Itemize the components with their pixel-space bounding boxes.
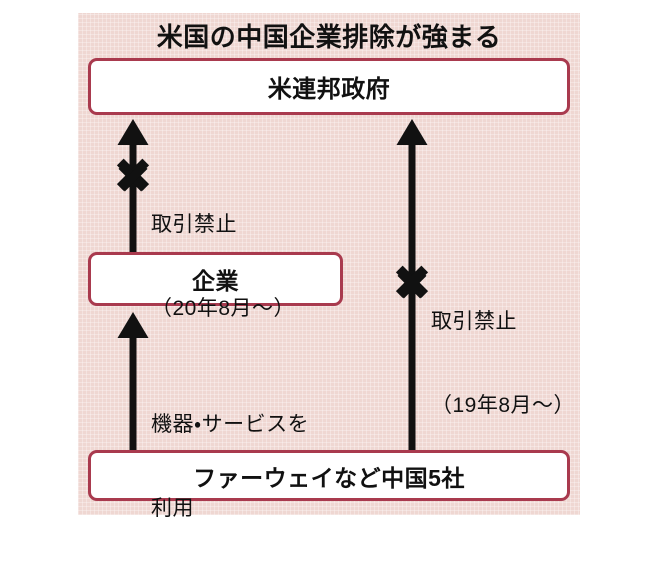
page-title: 米国の中国企業排除が強まる xyxy=(156,22,502,52)
edge-label-line2: （19年8月〜） xyxy=(431,394,576,417)
diagram-canvas: 米国の中国企業排除が強まる xyxy=(78,13,580,520)
node-federal-government[interactable]: 米連邦政府 xyxy=(88,58,570,115)
node-federal-government-label: 米連邦政府 xyxy=(267,76,391,103)
edge-label-huawei-to-federal: 取引禁止 （19年8月〜） xyxy=(431,252,575,476)
edge-label-line1: 機器・サービスを xyxy=(151,413,310,436)
edge-label-line2: （20年8月〜） xyxy=(151,297,296,320)
node-huawei-chinese-firms-label: ファーウェイなど中国5社 xyxy=(193,464,465,491)
edge-label-line1: 取引禁止 xyxy=(151,213,237,236)
edge-label-company-to-federal: 取引禁止 （20年8月〜） xyxy=(151,155,295,379)
edge-label-line2: 利用 xyxy=(151,497,194,520)
node-company-label: 企業 xyxy=(192,268,239,294)
node-huawei-chinese-firms[interactable]: ファーウェイなど中国5社 xyxy=(88,450,570,501)
edge-label-huawei-to-company: 機器・サービスを 利用 xyxy=(151,355,309,579)
edge-label-line1: 取引禁止 xyxy=(431,310,517,333)
node-company[interactable]: 企業 xyxy=(88,252,343,306)
